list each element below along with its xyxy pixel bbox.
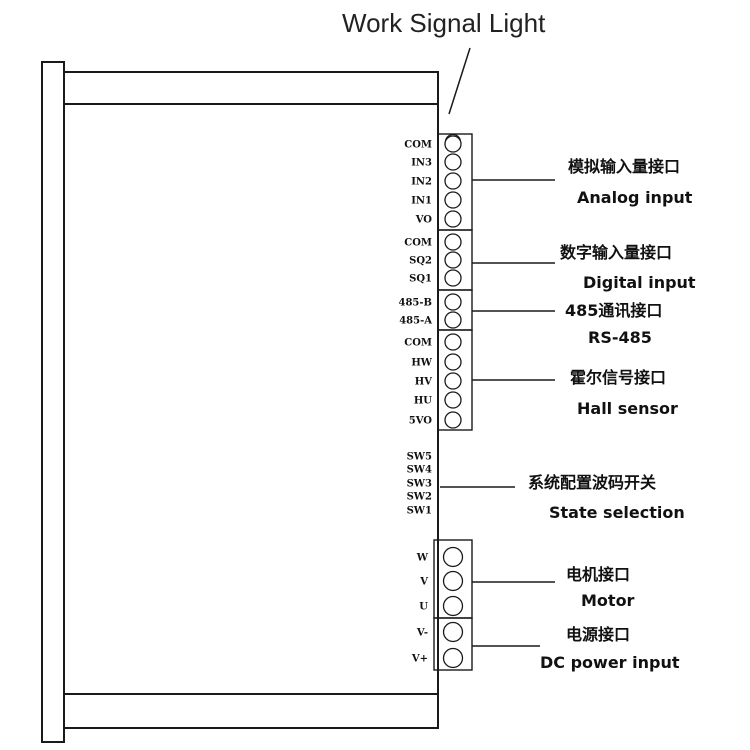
hall-en-label: Hall sensor (577, 399, 678, 418)
housing-bottom-rail (63, 693, 439, 729)
hall-pin-terminal (444, 411, 462, 429)
hall-pin-label: HV (415, 377, 432, 388)
housing-top-rail (63, 71, 439, 105)
analog-pin-label: IN3 (411, 158, 432, 169)
switch-pin-label: SW2 (407, 492, 432, 503)
hall-pin-terminal (444, 353, 462, 371)
analog-pin-terminal (444, 191, 462, 209)
power-cn-label: 电源接口 (566, 625, 630, 644)
switch-pin-label: SW3 (407, 479, 432, 490)
work-light-callout-line (448, 47, 471, 115)
motor-pin-terminal (442, 570, 464, 592)
power-pin-label: V- (416, 628, 428, 639)
rs485-pin-label: 485-B (399, 298, 432, 309)
power-en-label: DC power input (540, 653, 680, 672)
rs485-pin-terminal (444, 293, 462, 311)
motor-pin-terminal (442, 546, 464, 568)
power-terminal-block (433, 617, 473, 671)
power-pin-terminal (442, 647, 464, 669)
motor-pin-label: W (416, 553, 429, 564)
hall-pin-label: 5VO (409, 416, 433, 427)
power-pin-terminal (442, 621, 464, 643)
switch-pin-label: SW5 (407, 452, 432, 463)
analog-en-label: Analog input (577, 188, 693, 207)
rs485-pin-label: 485-A (399, 316, 432, 327)
rs485-cn-label: 485通讯接口 (565, 301, 662, 320)
analog-pin-label: IN1 (411, 196, 432, 207)
housing-left-flange (41, 61, 65, 743)
switch-pin-label: SW4 (407, 465, 432, 476)
analog-pin-label: VO (415, 215, 433, 226)
housing-body (63, 103, 439, 695)
controller-housing (41, 61, 439, 743)
rs485-pin-terminal (444, 311, 462, 329)
digital-pin-label: SQ2 (409, 256, 432, 267)
power-pin-label: V+ (411, 654, 428, 665)
digital-pin-label: SQ1 (409, 274, 432, 285)
rs485-en-label: RS-485 (588, 328, 652, 347)
motor-en-label: Motor (581, 591, 635, 610)
switch-en-label: State selection (549, 503, 685, 522)
motor-cn-label: 电机接口 (566, 565, 630, 584)
motor-pin-label: U (419, 602, 428, 613)
digital-pin-label: COM (404, 238, 432, 249)
switch-cn-label: 系统配置波码开关 (528, 473, 656, 492)
hall-pin-label: HU (414, 396, 432, 407)
hall-pin-terminal (444, 391, 462, 409)
digital-pin-terminal (444, 251, 462, 269)
hall-pin-label: HW (411, 358, 432, 369)
hall-pin-label: COM (404, 338, 432, 349)
analog-pin-terminal (444, 210, 462, 228)
analog-cn-label: 模拟输入量接口 (568, 157, 680, 176)
motor-pin-terminal (442, 595, 464, 617)
analog-pin-label: IN2 (411, 177, 432, 188)
digital-cn-label: 数字输入量接口 (560, 243, 672, 262)
motor-pin-label: V (419, 577, 428, 588)
analog-pin-label: COM (404, 140, 432, 151)
digital-en-label: Digital input (583, 273, 696, 292)
analog-pin-terminal (444, 153, 462, 171)
hall-pin-terminal (444, 333, 462, 351)
diagram-title: Work Signal Light (342, 8, 546, 38)
hall-cn-label: 霍尔信号接口 (570, 368, 666, 387)
switch-pin-label: SW1 (407, 506, 432, 517)
analog-pin-terminal (444, 135, 462, 153)
analog-pin-terminal (444, 172, 462, 190)
digital-pin-terminal (444, 269, 462, 287)
digital-pin-terminal (444, 233, 462, 251)
hall-pin-terminal (444, 372, 462, 390)
